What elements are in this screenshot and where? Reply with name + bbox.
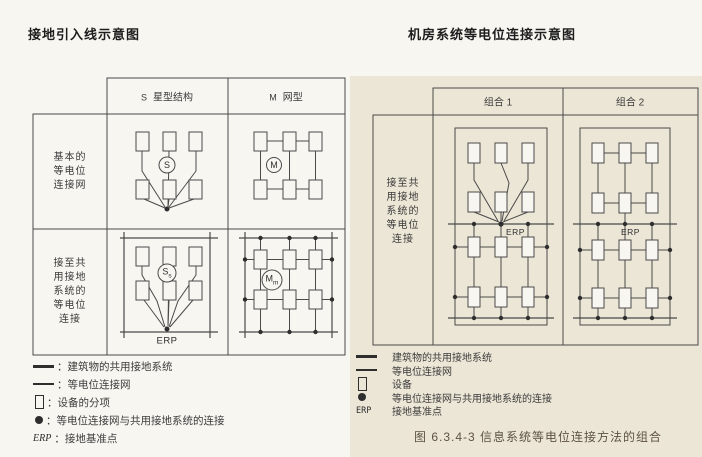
cell-combination-2	[573, 127, 677, 326]
left-figure-title: 接地引入线示意图	[28, 27, 141, 42]
legend-item-erp: ERP ：接地基准点	[33, 432, 118, 445]
legend-item-common-earthing: 建筑物的共用接地系统	[356, 350, 552, 364]
filled-dot-icon	[35, 416, 43, 424]
bonding-dots	[577, 221, 673, 321]
left-header-star: S 星型结构	[141, 89, 193, 104]
cell-combination-1	[448, 127, 554, 326]
right-side-label: 接至共 用接地 系统的 等电位 连接	[386, 178, 420, 245]
erp-dot	[164, 326, 170, 332]
m-symbol-circle	[266, 157, 282, 173]
m-symbol-letter: M	[270, 160, 278, 170]
s-symbol-letter: S	[163, 160, 171, 170]
legend-item-connection-dot: 等电位连接网与共用接地系统的连接	[356, 391, 552, 405]
right-figure-svg	[372, 87, 699, 346]
right-table-grid	[372, 87, 699, 346]
right-header-combo1: 组合 1	[483, 97, 513, 109]
device-boxes	[253, 249, 323, 310]
star-label: 星型结构	[153, 92, 194, 104]
equipment-box-icon	[35, 395, 44, 409]
combo1-erp-label: ERP	[506, 227, 525, 237]
device-boxes	[591, 142, 659, 309]
ss-symbol-letter: Ss	[162, 266, 172, 280]
bonding-dots	[242, 235, 335, 335]
combo2-erp-label: ERP	[621, 227, 640, 237]
left-figure-svg	[32, 77, 346, 356]
common-earthing-frame	[120, 232, 218, 338]
erp-abbreviation: ERP	[33, 432, 52, 444]
legend-item-equipment: 设备	[356, 376, 552, 391]
bonding-dots	[452, 221, 550, 321]
erp-abbreviation: ERP	[356, 405, 372, 416]
thick-line-icon	[33, 364, 54, 368]
mm-symbol-letter: Mm	[265, 273, 279, 287]
mesh-label: 网型	[282, 92, 303, 104]
left-row1-label: 基本的 等电位 连接网	[53, 152, 87, 191]
equipment-box-icon	[358, 376, 367, 391]
mesh-code: M	[269, 92, 277, 103]
common-earthing-frame	[239, 232, 338, 338]
device-boxes	[135, 131, 203, 200]
star-code: S	[140, 92, 148, 103]
right-figure-title: 机房系统等电位连接示意图	[408, 27, 577, 42]
room-frame	[579, 127, 671, 326]
thin-line-icon	[33, 383, 54, 385]
thick-line-icon	[356, 355, 377, 359]
right-header-combo2: 组合 2	[615, 97, 645, 109]
device-boxes	[253, 131, 323, 200]
cell-mesh-basic	[253, 131, 323, 200]
cell-star-earthed	[120, 232, 218, 338]
mm-symbol-circle	[261, 269, 283, 291]
cell-star-basic	[135, 131, 203, 212]
figure-caption: 图 6.3.4-3 信息系统等电位连接方法的组合	[413, 430, 663, 444]
left-table-grid	[32, 77, 346, 356]
device-boxes	[467, 142, 535, 308]
thin-line-icon	[356, 369, 377, 372]
device-boxes	[135, 246, 203, 301]
legend-item-common-earthing: ：建筑物的共用接地系统	[33, 357, 225, 375]
room-frame	[454, 127, 548, 326]
legend-item-equipment: ：设备的分项	[33, 393, 225, 411]
legend-item-connection-dot: ：等电位连接网与共用接地系统的连接	[33, 411, 225, 429]
bonding-point-dot	[164, 206, 170, 212]
left-legend: ：建筑物的共用接地系统 ：等电位连接网 ：设备的分项 ：等电位连接网与共用接地系…	[33, 357, 225, 447]
legend-item-bonding-network: ：等电位连接网	[33, 375, 225, 393]
filled-dot-icon	[358, 393, 366, 402]
ss-symbol-circle	[157, 263, 177, 283]
legend-item-erp: ERP 接地基准点	[356, 405, 442, 419]
s-symbol-circle	[158, 156, 176, 174]
left-header-mesh: M 网型	[269, 89, 303, 104]
left-erp-label: ERP	[156, 335, 178, 347]
left-row2-label: 接至共 用接地 系统的 等电位 连接	[53, 258, 87, 325]
cell-mesh-earthed	[239, 232, 338, 338]
scan-tint-region	[350, 76, 702, 457]
legend-item-bonding-network: 等电位连接网	[356, 364, 552, 378]
right-legend: 建筑物的共用接地系统 等电位连接网 设备 等电位连接网与共用接地系统的连接 ER…	[356, 350, 552, 418]
